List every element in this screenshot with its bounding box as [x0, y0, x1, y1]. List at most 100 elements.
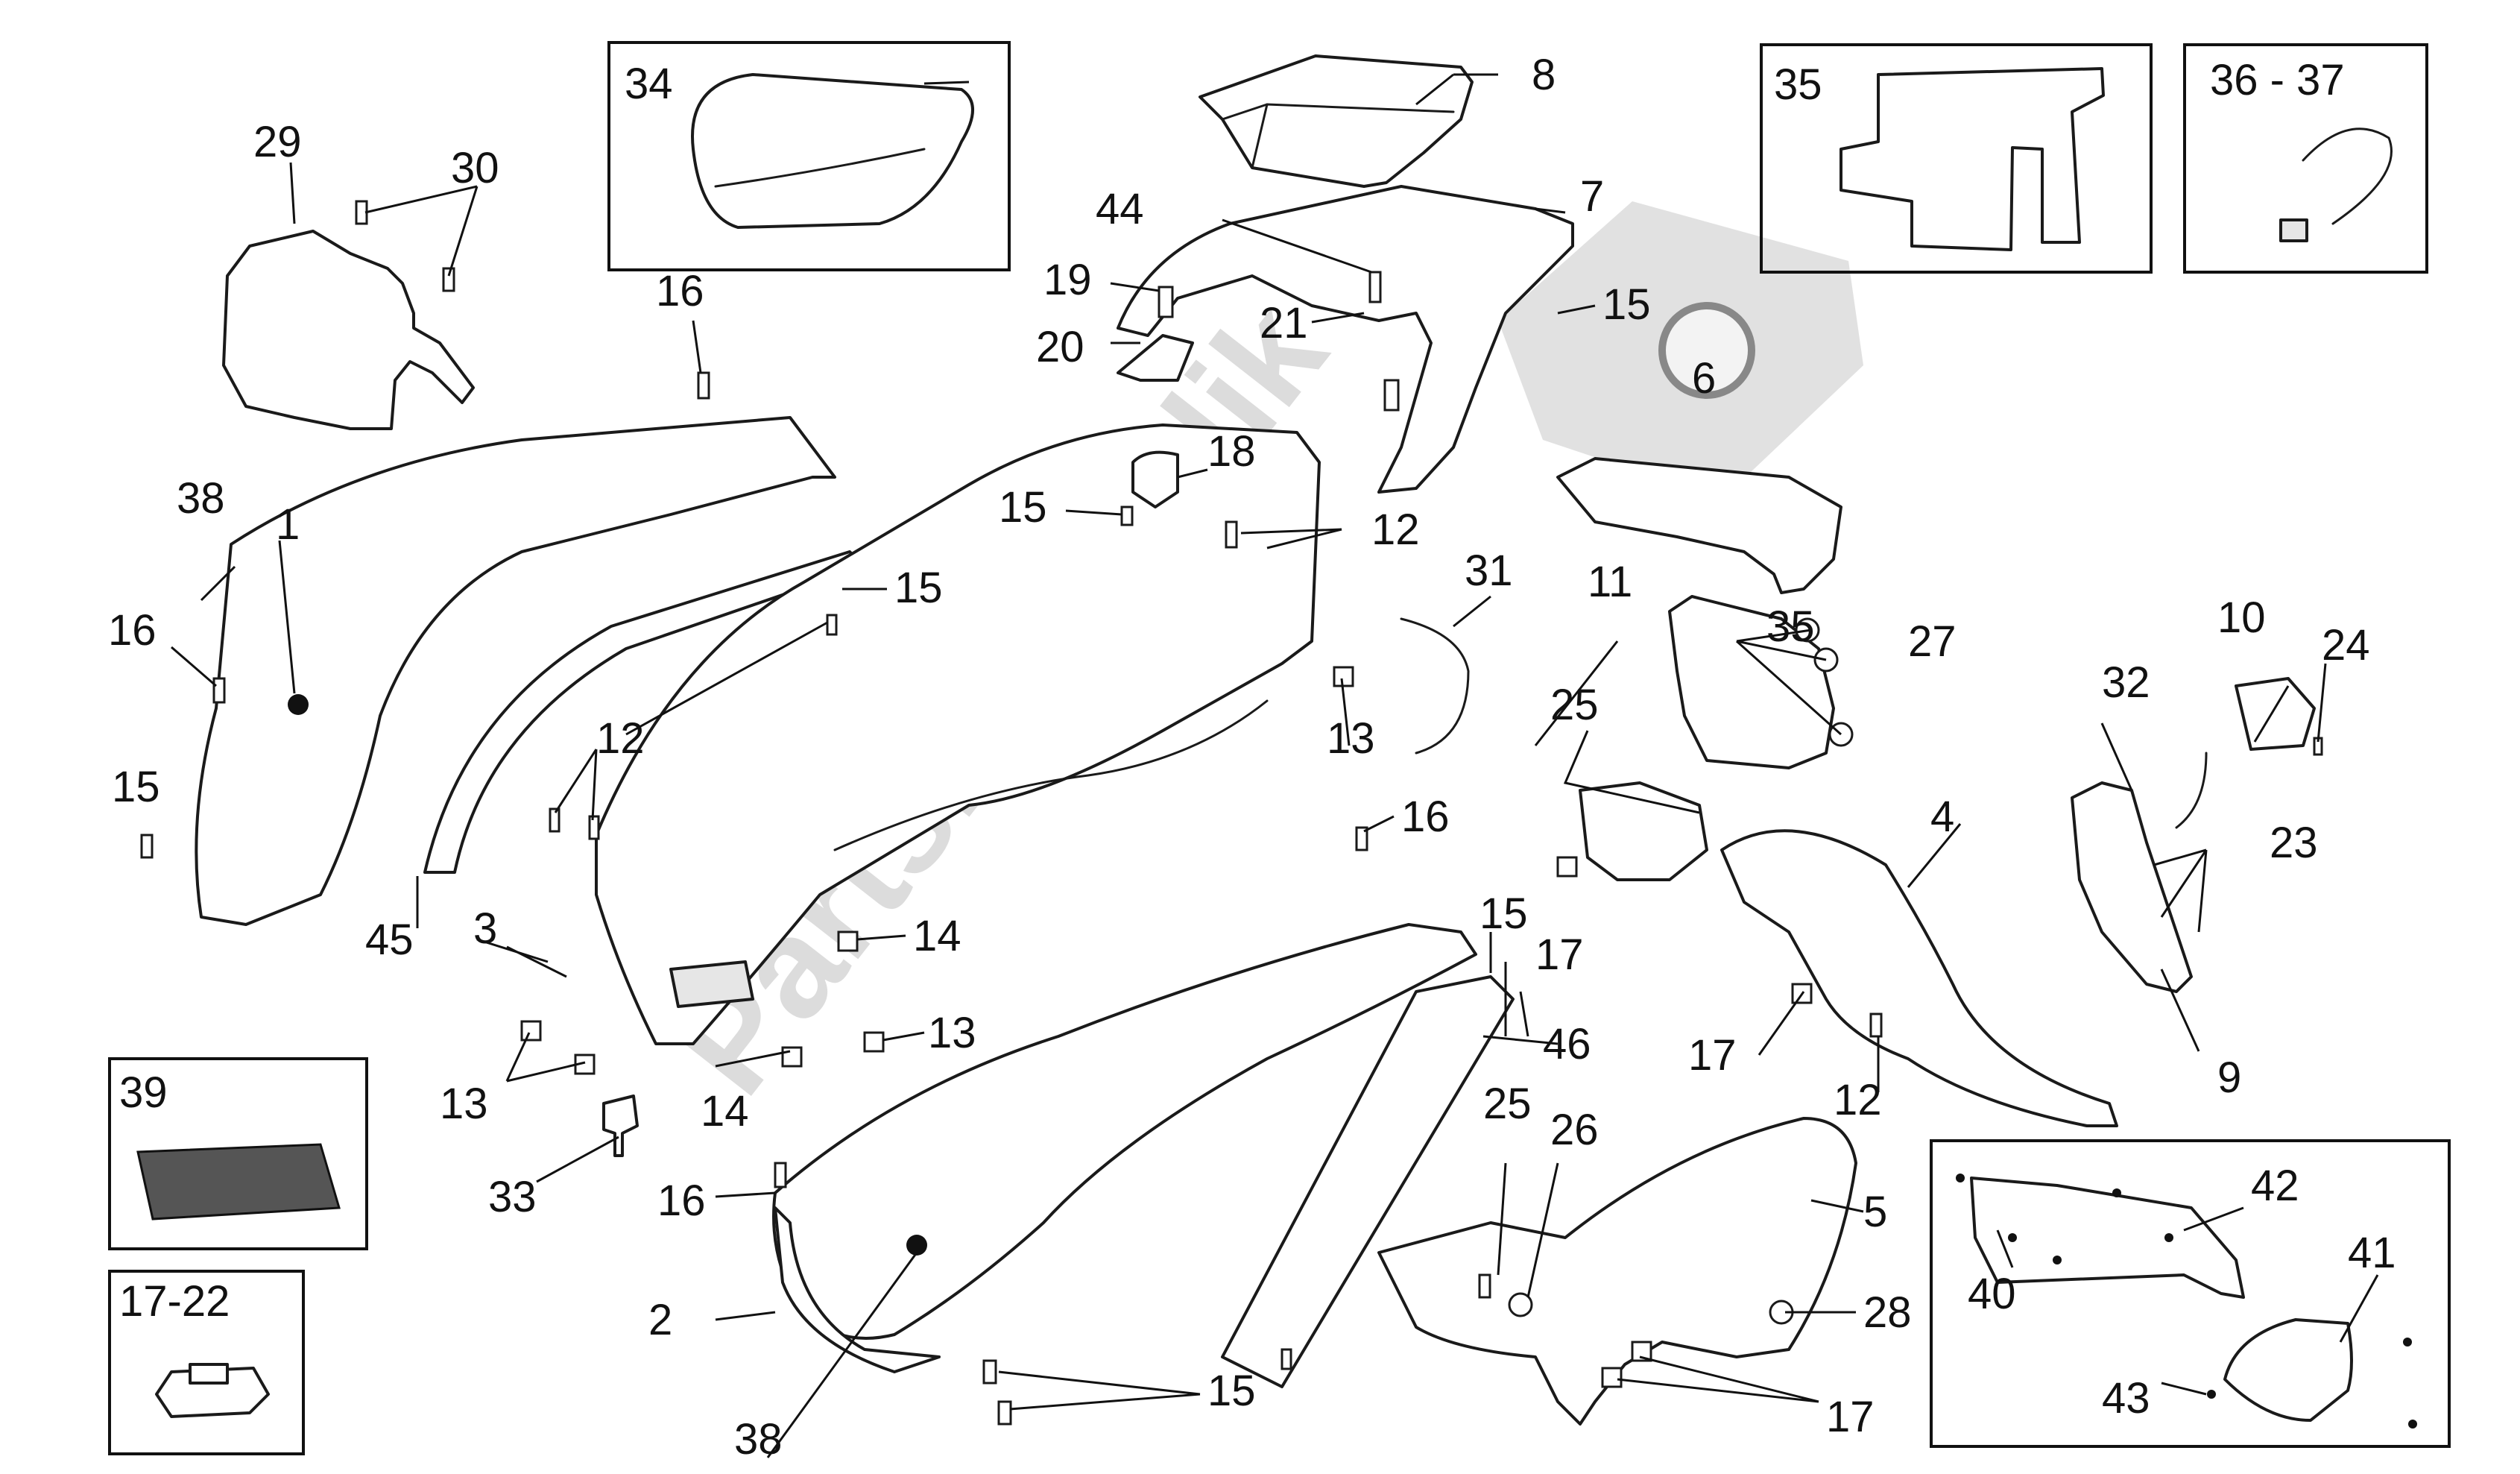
label-16b: 16 — [108, 606, 157, 655]
label-10: 10 — [2217, 593, 2266, 642]
storage-tray-34 — [691, 73, 974, 229]
label-17b: 17 — [1688, 1031, 1737, 1080]
label-14b: 14 — [701, 1087, 749, 1136]
inset-box-35 — [1760, 43, 2153, 274]
label-21: 21 — [1260, 299, 1308, 347]
label-17a: 17 — [1535, 930, 1584, 979]
label-5: 5 — [1863, 1188, 1887, 1236]
bracket-9 — [2071, 781, 2193, 993]
cap-18 — [1131, 450, 1179, 508]
cable-clamp-36 — [2302, 127, 2393, 225]
mudguard-5 — [1377, 1117, 1857, 1426]
label-15e: 15 — [1480, 889, 1528, 938]
label-42: 42 — [2251, 1162, 2299, 1210]
label-36-37: 36 - 37 — [2210, 56, 2345, 104]
label-25b: 25 — [1483, 1080, 1532, 1128]
label-16d: 16 — [1401, 793, 1450, 841]
relay-10 — [2235, 677, 2316, 751]
label-27: 27 — [1908, 617, 1957, 666]
label-11: 11 — [1588, 558, 1632, 606]
rear-fender-4 — [1720, 829, 2118, 1127]
label-32: 32 — [2102, 658, 2150, 707]
label-17c: 17 — [1826, 1393, 1875, 1441]
label-39: 39 — [119, 1068, 168, 1117]
label-1: 1 — [276, 500, 300, 549]
mat-39 — [136, 1143, 341, 1221]
inset-box-36-37 — [2183, 43, 2428, 274]
side-panel-2-edge — [774, 1206, 941, 1373]
label-25a: 25 — [1550, 681, 1599, 729]
label-43: 43 — [2102, 1374, 2150, 1423]
label-40: 40 — [1968, 1270, 2016, 1318]
label-23: 23 — [2270, 819, 2318, 867]
label-12b: 12 — [1371, 505, 1420, 554]
inset-box-39 — [108, 1057, 368, 1250]
label-18: 18 — [1207, 427, 1256, 476]
label-28: 28 — [1863, 1288, 1912, 1337]
label-8: 8 — [1532, 51, 1556, 99]
label-4: 4 — [1930, 793, 1954, 841]
panel-40 — [1970, 1177, 2245, 1299]
trim-6 — [1556, 457, 1842, 594]
label-46: 46 — [1543, 1020, 1591, 1068]
clip-33 — [602, 1095, 639, 1157]
label-44: 44 — [1096, 185, 1144, 233]
label-15b: 15 — [894, 564, 943, 612]
grommet-38b — [906, 1235, 927, 1256]
label-45: 45 — [365, 916, 414, 964]
inset-box-34 — [607, 41, 1011, 271]
grille — [669, 960, 754, 1008]
label-26: 26 — [1550, 1106, 1599, 1154]
label-20: 20 — [1036, 323, 1084, 371]
label-17-22: 17-22 — [119, 1277, 230, 1326]
label-35-box: 35 — [1774, 60, 1822, 109]
strip-46 — [1221, 975, 1515, 1388]
label-15a: 15 — [112, 763, 160, 811]
label-38b: 38 — [734, 1415, 783, 1464]
cover-29 — [222, 230, 475, 430]
label-7: 7 — [1580, 172, 1604, 221]
bracket-20 — [1117, 334, 1194, 382]
rack-grid-8 — [1199, 54, 1474, 188]
clip-nut-17-22 — [155, 1367, 270, 1418]
label-12c: 12 — [1834, 1076, 1882, 1124]
helmet-compartment-3 — [595, 423, 1321, 1045]
label-15f: 15 — [1207, 1367, 1256, 1415]
label-6: 6 — [1692, 354, 1716, 403]
label-34: 34 — [625, 60, 673, 108]
label-30: 30 — [451, 144, 499, 192]
leader-lines — [171, 73, 2379, 1458]
gasket-35 — [1840, 67, 2105, 251]
label-19: 19 — [1043, 256, 1092, 304]
label-13c: 13 — [1327, 714, 1375, 763]
label-16c: 16 — [657, 1177, 706, 1225]
bracket-25 — [1579, 781, 1708, 881]
side-panel-1 — [195, 416, 836, 926]
label-2: 2 — [648, 1296, 672, 1344]
label-38a: 38 — [177, 474, 225, 523]
grommet-38 — [288, 694, 309, 715]
label-9: 9 — [2217, 1053, 2241, 1102]
label-15c: 15 — [1602, 280, 1651, 329]
label-29: 29 — [253, 118, 302, 166]
label-41: 41 — [2348, 1229, 2396, 1277]
label-3: 3 — [473, 904, 497, 953]
label-16a: 16 — [656, 267, 704, 315]
wire-32 — [2175, 752, 2208, 829]
inset-box-17-22 — [108, 1270, 305, 1455]
inset-box-40-43 — [1930, 1139, 2451, 1448]
label-24: 24 — [2322, 621, 2370, 670]
label-15d: 15 — [999, 483, 1047, 532]
label-12a: 12 — [596, 714, 645, 763]
label-33: 33 — [488, 1173, 537, 1221]
watermark-gear-icon — [1498, 201, 1863, 500]
cable-31 — [1400, 617, 1470, 755]
bracket-11 — [1668, 595, 1835, 769]
callout-labels: 29 30 34 16 38 1 16 15 12 15 45 3 13 33 … — [108, 51, 2396, 1464]
clamp-head-37 — [2279, 218, 2308, 242]
panel-41 — [2223, 1318, 2353, 1422]
label-35: 35 — [1766, 602, 1815, 651]
label-13b: 13 — [928, 1009, 976, 1057]
rear-rack-7 — [1117, 185, 1574, 494]
